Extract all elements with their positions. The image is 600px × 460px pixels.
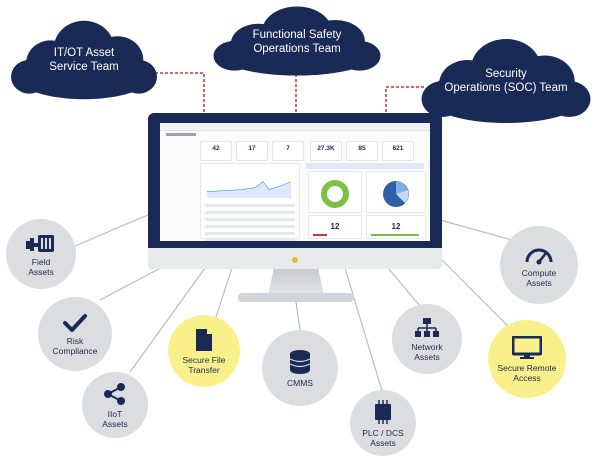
pie-panel — [366, 171, 426, 213]
link-plc — [344, 267, 384, 395]
link-securefile — [213, 267, 233, 324]
link-remote — [439, 257, 511, 329]
node-label: CMMS — [287, 377, 313, 388]
kpi-card: 7 — [272, 141, 304, 161]
kpi-value: 85 — [358, 145, 366, 152]
share-nodes-icon — [104, 382, 125, 405]
dashboard-screen: 42 17 7 27.3K 85 621 — [160, 123, 430, 241]
kpi-value: 27.3K — [317, 145, 335, 152]
widget-card: 12 — [366, 215, 426, 239]
kpi-card: 42 — [200, 141, 232, 161]
gauge-icon — [525, 248, 553, 264]
kpi-card: 85 — [346, 141, 378, 161]
trend-panel — [200, 163, 300, 241]
link-field — [74, 213, 151, 247]
kpi-card: 27.3K — [310, 141, 342, 161]
kpi-value: 7 — [286, 145, 290, 152]
node-cmms: CMMS — [262, 330, 338, 406]
kpi-value: 17 — [248, 145, 256, 152]
checkmark-icon — [63, 313, 87, 332]
monitor-stand — [268, 269, 324, 295]
file-icon — [196, 328, 212, 351]
monitor-base — [238, 293, 354, 302]
dashboard-monitor: 42 17 7 27.3K 85 621 — [148, 113, 442, 269]
kpi-value: 42 — [212, 145, 220, 152]
trend-line-chart — [206, 181, 292, 198]
kpi-value: 621 — [392, 145, 404, 152]
database-icon — [289, 349, 311, 374]
monitor-icon — [512, 335, 542, 359]
link-iiot — [129, 267, 206, 373]
widget-card: 12 — [308, 215, 362, 239]
donut-panel — [308, 171, 362, 213]
widget-value: 12 — [391, 222, 401, 231]
kpi-card: 621 — [382, 141, 414, 161]
link-cmms — [295, 301, 301, 331]
widget-value: 12 — [330, 222, 340, 231]
brand-logo — [289, 251, 301, 263]
pie-chart — [383, 181, 409, 207]
link-compute — [439, 219, 513, 241]
link-soc-team — [385, 86, 424, 115]
donut-chart — [321, 180, 349, 208]
chip-icon — [375, 399, 391, 424]
kpi-card: 17 — [236, 141, 268, 161]
network-icon — [415, 317, 439, 337]
link-it-ot-team — [140, 72, 205, 115]
field-equipment-icon — [26, 234, 54, 252]
